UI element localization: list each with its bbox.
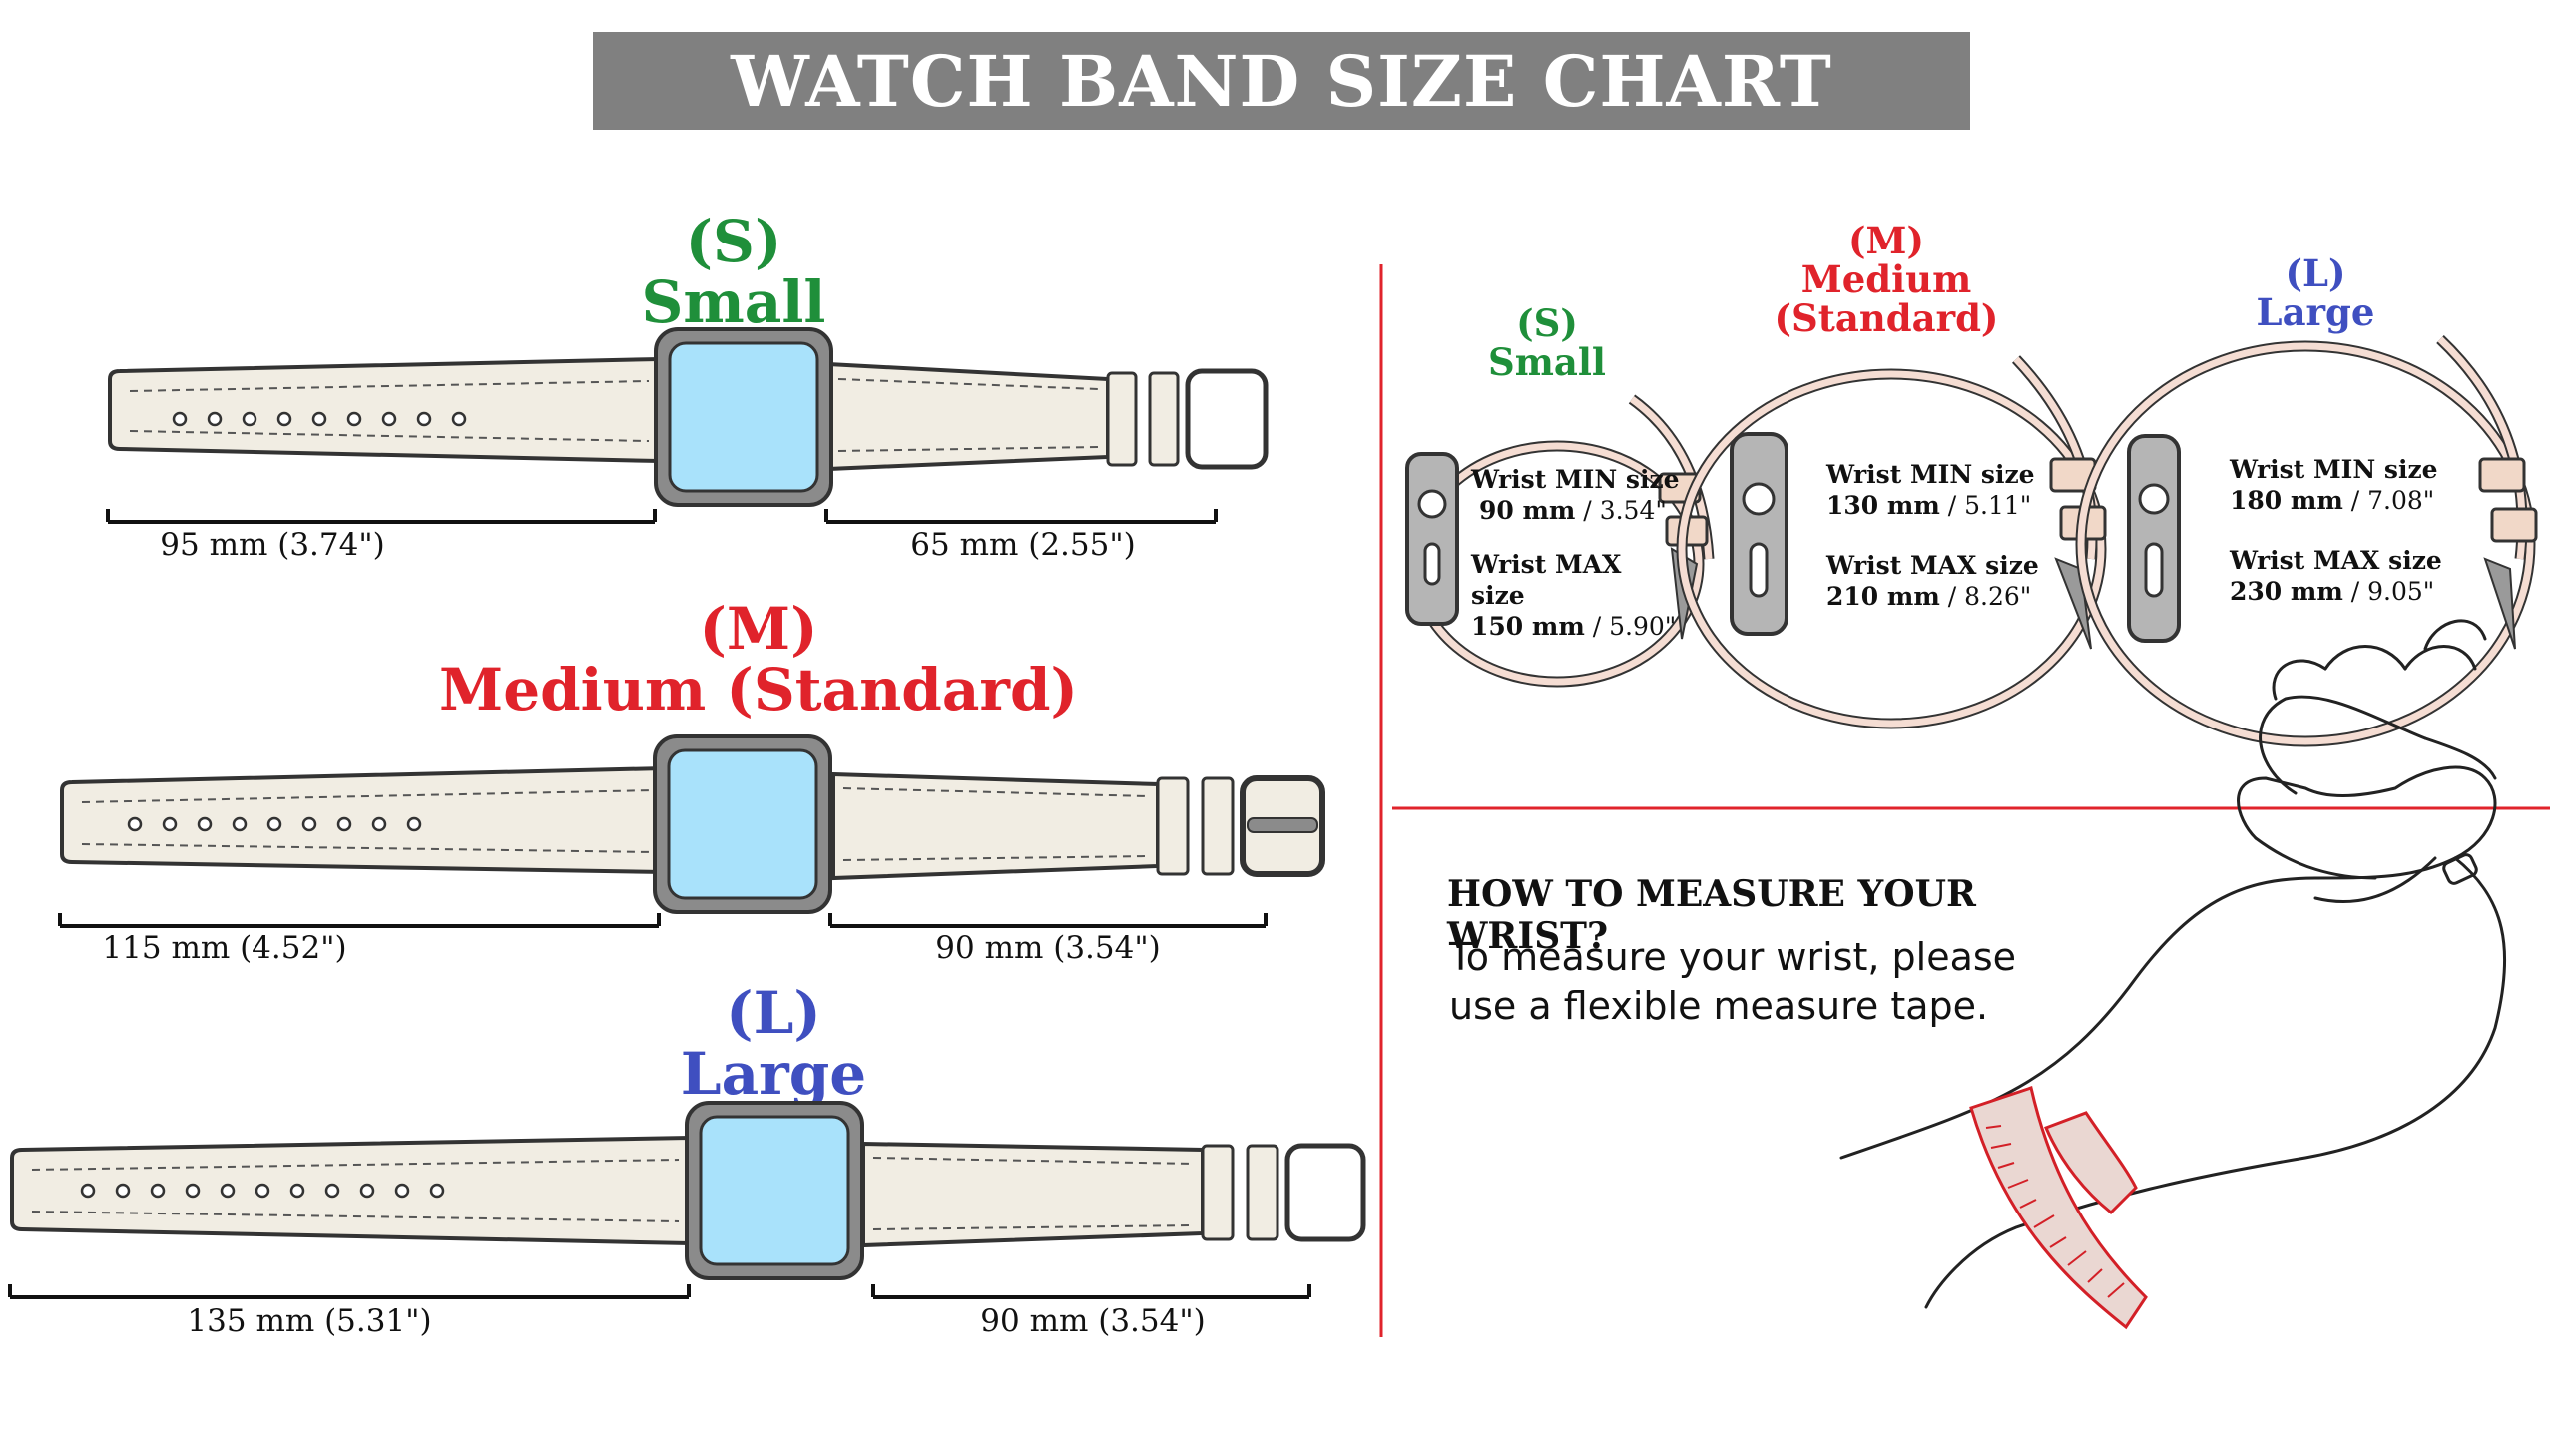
small-min-in: 3.54" xyxy=(1599,496,1667,526)
small-left-length: 95 mm (3.74") xyxy=(160,527,385,563)
page-title: WATCH BAND SIZE CHART xyxy=(731,39,1832,123)
ring-medium-heading: (M) Medium (Standard) xyxy=(1767,222,2006,338)
hand-illustration xyxy=(1839,619,2507,1309)
medium-band-illustration xyxy=(58,734,1325,928)
small-max-mm: 150 mm xyxy=(1471,612,1585,641)
howto-instructions: To measure your wrist, please use a flex… xyxy=(1449,933,2148,1032)
small-band-illustration xyxy=(106,327,1269,524)
ring-medium-name-1: Medium xyxy=(1800,256,1972,301)
large-max-in: 9.05" xyxy=(2367,576,2435,606)
medium-min-label: Wrist MIN size xyxy=(1826,460,2035,489)
large-right-length: 90 mm (3.54") xyxy=(980,1303,1206,1339)
small-max-in: 5.90" xyxy=(1609,612,1677,641)
medium-heading: (M) Medium (Standard) xyxy=(399,599,1118,721)
small-measurements: Wrist MIN size 90 mm / 3.54" Wrist MAX s… xyxy=(1471,465,1680,641)
large-max-label: Wrist MAX size xyxy=(2230,545,2442,575)
ring-small-heading: (S) Small xyxy=(1467,304,1627,382)
medium-right-length: 90 mm (3.54") xyxy=(935,930,1161,966)
howto-line-1: To measure your wrist, please xyxy=(1449,935,2017,979)
small-name: Small xyxy=(641,267,826,336)
small-heading: (S) Small xyxy=(579,212,888,333)
large-measurements: Wrist MIN size 180 mm / 7.08" Wrist MAX … xyxy=(2230,455,2442,606)
medium-measurements: Wrist MIN size 130 mm / 5.11" Wrist MAX … xyxy=(1826,460,2039,611)
ring-medium-code: (M) xyxy=(1848,219,1924,262)
small-code: (S) xyxy=(685,208,782,275)
medium-min-mm: 130 mm xyxy=(1826,491,1940,521)
small-max-label: Wrist MAX size xyxy=(1471,549,1622,610)
small-min-label: Wrist MIN size xyxy=(1471,465,1680,494)
small-right-length: 65 mm (2.55") xyxy=(910,527,1136,563)
small-min-mm: 90 mm xyxy=(1478,496,1576,526)
large-min-label: Wrist MIN size xyxy=(2230,455,2438,484)
large-wrist-ring xyxy=(2075,335,2538,747)
title-bar: WATCH BAND SIZE CHART xyxy=(593,32,1970,130)
medium-min-in: 5.11" xyxy=(1964,491,2032,521)
ring-large-name: Large xyxy=(2256,289,2375,334)
large-name: Large xyxy=(680,1039,867,1108)
medium-code: (M) xyxy=(699,595,818,663)
howto-title: HOW TO MEASURE YOUR WRIST? xyxy=(1447,873,1976,957)
medium-name: Medium (Standard) xyxy=(439,655,1078,724)
medium-left-length: 115 mm (4.52") xyxy=(102,930,347,966)
large-heading: (L) Large xyxy=(619,983,928,1105)
large-code: (L) xyxy=(726,979,821,1047)
small-wrist-ring xyxy=(1405,394,1715,688)
large-left-length: 135 mm (5.31") xyxy=(187,1303,432,1339)
ring-large-code: (L) xyxy=(2285,251,2346,295)
ring-small-name: Small xyxy=(1488,339,1606,384)
ring-medium-name-2: (Standard) xyxy=(1774,295,1999,340)
medium-max-in: 8.26" xyxy=(1964,581,2032,611)
large-max-mm: 230 mm xyxy=(2230,576,2343,606)
measuring-tape-illustration xyxy=(1969,1086,2148,1330)
medium-max-label: Wrist MAX size xyxy=(1826,550,2039,580)
large-min-in: 7.08" xyxy=(2367,486,2435,516)
large-band-illustration xyxy=(8,1101,1366,1299)
howto-line-2: use a flexible measure tape. xyxy=(1449,984,1989,1029)
ring-large-heading: (L) Large xyxy=(2226,254,2405,332)
medium-max-mm: 210 mm xyxy=(1826,581,1940,611)
ring-small-code: (S) xyxy=(1516,301,1578,345)
large-min-mm: 180 mm xyxy=(2230,486,2343,516)
